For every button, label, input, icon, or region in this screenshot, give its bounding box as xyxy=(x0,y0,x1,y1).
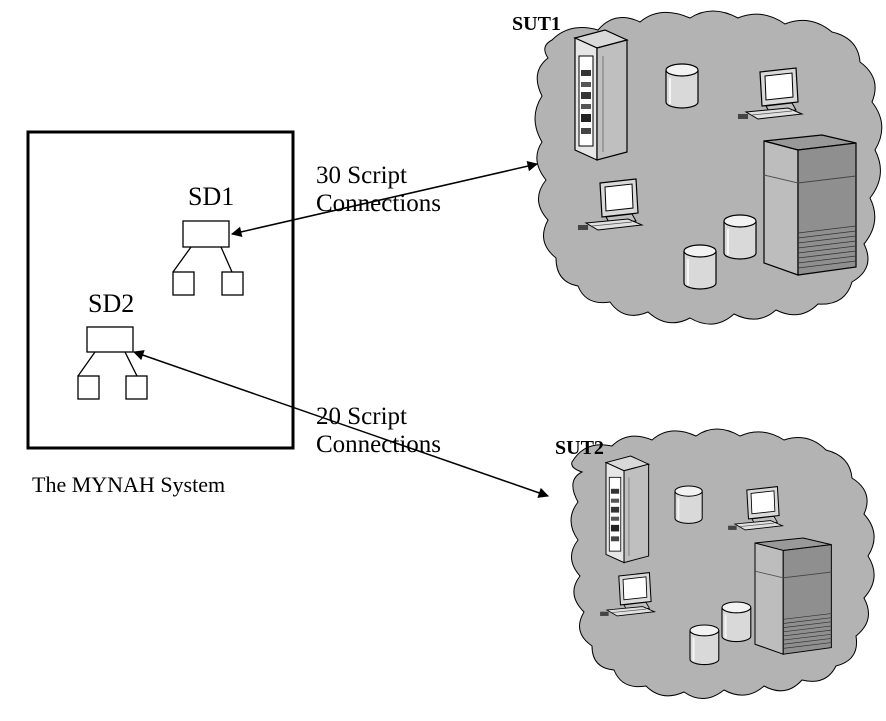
database-cylinder-icon xyxy=(721,601,752,643)
sd2-tree xyxy=(77,326,148,400)
mynah-system-caption: The MYNAH System xyxy=(32,472,226,497)
server-rack-icon xyxy=(574,29,628,161)
connection-arrow-sut1 xyxy=(230,160,539,238)
database-cylinder-icon xyxy=(674,485,704,525)
database-cylinder-icon xyxy=(683,244,717,290)
mynah-system-box xyxy=(26,130,295,450)
sd1-label: SD1 xyxy=(188,182,235,211)
server-rack-icon xyxy=(605,455,650,564)
sut1-label: SUT1 xyxy=(512,13,561,35)
mainframe-tower-icon xyxy=(754,537,832,655)
mainframe-tower-icon xyxy=(763,134,857,276)
sut2-label: SUT2 xyxy=(555,437,604,459)
database-cylinder-icon xyxy=(689,624,720,666)
connection-count-label: 30 Script xyxy=(316,162,407,189)
database-cylinder-icon xyxy=(665,63,699,109)
database-cylinder-icon xyxy=(723,214,757,260)
connection-unit-label: Connections xyxy=(316,431,441,458)
connection-unit-label: Connections xyxy=(316,190,441,217)
connection-arrow-sut2 xyxy=(133,350,549,498)
sd2-label: SD2 xyxy=(88,289,135,318)
sd1-tree xyxy=(172,220,244,296)
connection-count-label: 20 Script xyxy=(316,403,407,430)
